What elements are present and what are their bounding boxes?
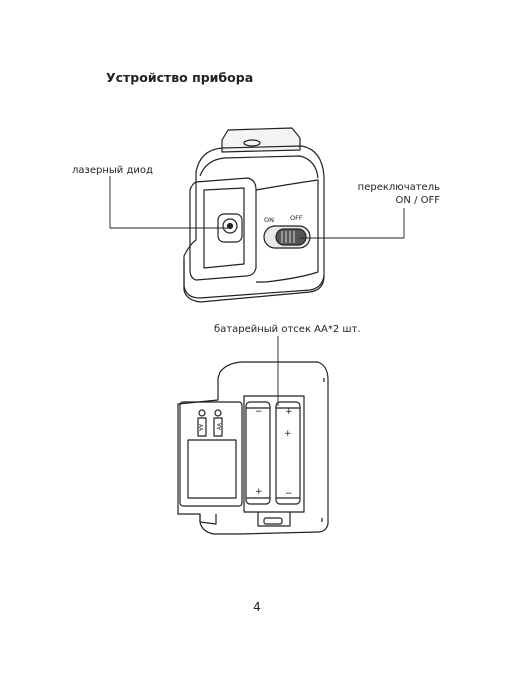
switch-callout-line1: переключатель [357,182,440,193]
laser-diode-callout: лазерный диод [72,165,153,176]
battery-terminal-plus-bottom: + [255,487,263,497]
page-number: 4 [253,600,261,614]
battery-terminal-plus-top: + [285,407,293,417]
switch-callout: переключатель ON / OFF [340,181,440,207]
battery-compartment-callout: батарейный отсек АА*2 шт. [214,324,361,335]
page-title: Устройство прибора [106,70,254,85]
battery-terminal-minus-left: − [255,407,263,417]
battery-terminal-minus-bottom: − [285,489,293,499]
battery-type-label-right: AA [217,422,223,430]
battery-terminal-plus-mid: + [284,429,292,439]
switch-off-marking: OFF [290,214,303,222]
switch-callout-line2: ON / OFF [395,195,440,206]
battery-type-label-left: AA [197,424,203,432]
switch-on-marking: ON [264,216,274,224]
